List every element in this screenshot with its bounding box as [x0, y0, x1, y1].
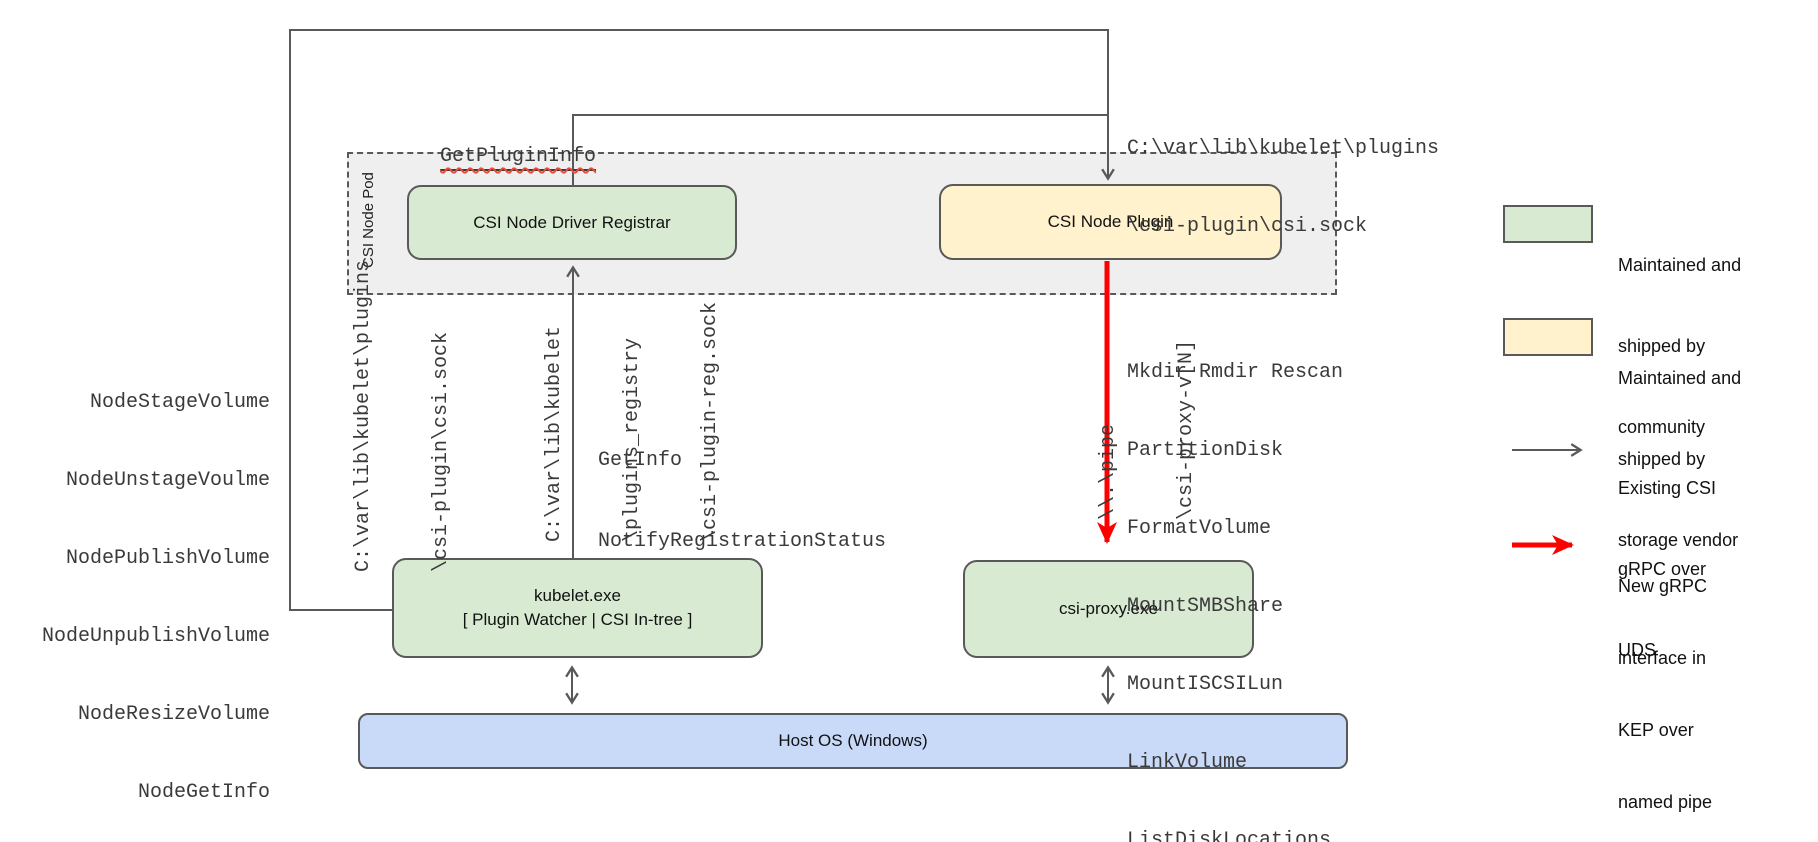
- proxy-rpc-item: ListDiskLocations: [1127, 829, 1332, 842]
- node-rpc-item: NodePublishVolume: [65, 547, 270, 570]
- plugin-label: CSI Node Plugin: [1047, 212, 1174, 231]
- legend-uds-line: UDS: [1618, 640, 1657, 660]
- legend-namedpipe-line: KEP over: [1618, 720, 1694, 740]
- proxy-rpc-item: LinkVolume: [1127, 751, 1248, 774]
- legend-vendor-line: storage vendor: [1618, 530, 1739, 550]
- host-os-label: Host OS (Windows): [778, 731, 928, 750]
- getplugininfo-text: GetPluginInfo: [440, 145, 597, 171]
- legend-community-line: shipped by: [1618, 336, 1706, 356]
- legend-uds-line: gRPC over: [1618, 559, 1707, 579]
- legend-vendor-swatch: [1503, 318, 1593, 356]
- proxy-rpc-item: Mkdir Rmdir Rescan: [1127, 361, 1344, 384]
- legend-community-text: Maintained and shipped by community: [1618, 198, 1741, 495]
- legend-community-swatch: [1503, 205, 1593, 243]
- legend-uds-line: Existing CSI: [1618, 478, 1717, 498]
- legend-namedpipe-line: New gRPC: [1618, 576, 1708, 596]
- registration-rpc-list: GetInfo NotifyRegistrationStatus: [598, 393, 886, 609]
- csi-proxy-label: csi-proxy.exe: [1059, 599, 1158, 618]
- kubelet-to-plugin-csi-sock-line: [289, 29, 1115, 611]
- legend-namedpipe-text: New gRPC interface in KEP over named pip…: [1618, 526, 1712, 842]
- csi-sock-path-line2: \csi-plugin\csi.sock: [1127, 215, 1368, 238]
- kubelet-label-line1: kubelet.exe: [534, 586, 621, 605]
- proxy-rpc-item: FormatVolume: [1127, 517, 1272, 540]
- registration-rpc-item: GetInfo: [598, 449, 683, 472]
- csi-node-plugin-box: CSI Node Plugin: [939, 184, 1282, 260]
- host-os-box: Host OS (Windows): [358, 713, 1348, 769]
- csi-sock-path-vertical: C:\var\lib\kubelet\plugins \csi-plugin\c…: [299, 260, 507, 572]
- legend-community-line: community: [1618, 417, 1706, 437]
- legend-community-line: Maintained and: [1618, 255, 1742, 275]
- legend-namedpipe-line: interface in: [1618, 648, 1707, 668]
- registration-rpc-item: NotifyRegistrationStatus: [598, 530, 887, 553]
- csi-sock-path-line1: C:\var\lib\kubelet\plugins: [1127, 137, 1440, 160]
- registrar-label: CSI Node Driver Registrar: [473, 212, 671, 232]
- proxy-rpc-item: MountISCSILun: [1127, 673, 1284, 696]
- proxy-rpc-list: Mkdir Rmdir Rescan PartitionDisk FormatV…: [1127, 308, 1343, 842]
- reg-sock-line1: C:\var\lib\kubelet: [543, 325, 566, 542]
- named-pipe-line1: \\.\pipe: [1097, 423, 1120, 520]
- node-rpc-item: NodeUnstageVoulme: [65, 469, 270, 492]
- proxy-rpc-item: PartitionDisk: [1127, 439, 1284, 462]
- csi-node-pod-label: CSI Node Pod: [360, 172, 377, 268]
- legend-uds-text: Existing CSI gRPC over UDS: [1618, 421, 1716, 718]
- node-rpc-list: NodeStageVolume NodeUnstageVoulme NodePu…: [20, 338, 270, 842]
- legend-vendor-line: Maintained and: [1618, 368, 1742, 388]
- node-rpc-item: NodeGetInfo: [137, 781, 270, 804]
- registrar-getplugininfo-line: [572, 114, 1108, 185]
- legend-vendor-text: Maintained and shipped by storage vendor: [1618, 311, 1741, 608]
- kubelet-box: kubelet.exe [ Plugin Watcher | CSI In-tr…: [392, 558, 763, 658]
- node-rpc-item: NodeStageVolume: [89, 391, 270, 414]
- node-rpc-item: NodeResizeVolume: [77, 703, 270, 726]
- legend-vendor-line: shipped by: [1618, 449, 1706, 469]
- csi-sock-vertical-line1: C:\var\lib\kubelet\plugins: [352, 259, 375, 572]
- csi-node-driver-registrar-box: CSI Node Driver Registrar: [407, 185, 737, 260]
- kubelet-label-line2: [ Plugin Watcher | CSI In-tree ]: [462, 610, 693, 629]
- csi-sock-vertical-line2: \csi-plugin\csi.sock: [430, 331, 453, 572]
- getplugininfo-label: GetPluginInfo: [392, 118, 597, 196]
- csi-proxy-box: csi-proxy.exe: [963, 560, 1254, 658]
- proxy-rpc-item: MountSMBShare: [1127, 595, 1284, 618]
- node-rpc-item: NodeUnpublishVolume: [41, 625, 270, 648]
- csi-sock-path-topright: C:\var\lib\kubelet\plugins \csi-plugin\c…: [1127, 84, 1439, 292]
- legend-namedpipe-line: named pipe: [1618, 792, 1713, 812]
